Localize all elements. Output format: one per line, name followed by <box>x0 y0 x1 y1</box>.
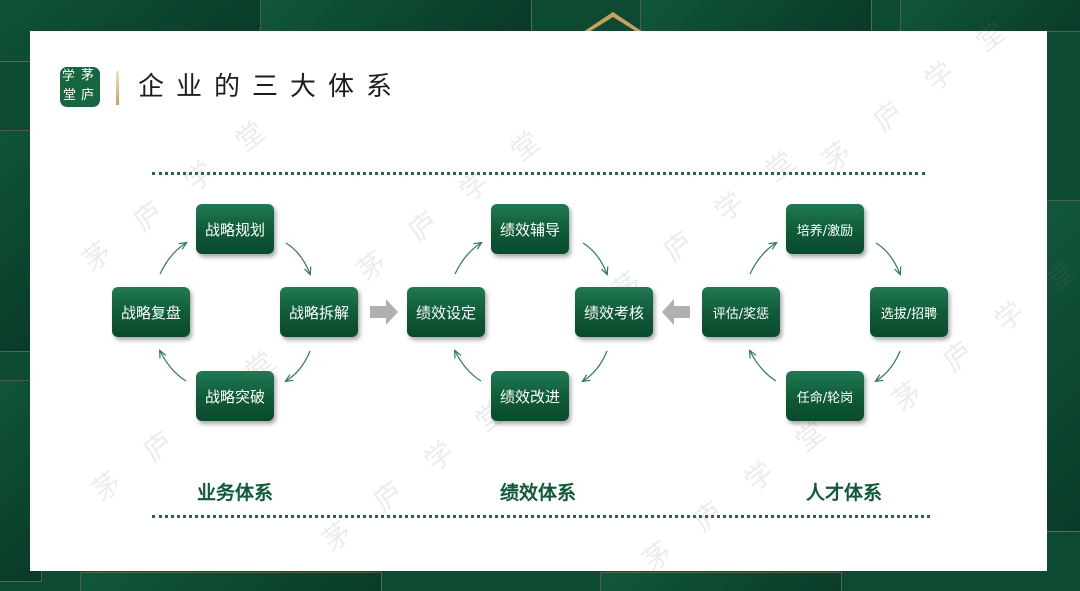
title-accent-bar <box>116 71 119 105</box>
node-training-incentive: 培养/激励 <box>786 204 864 254</box>
logo-char: 学 <box>62 69 76 84</box>
node-strategy-review: 战略复盘 <box>112 287 190 337</box>
bottom-divider <box>152 515 930 518</box>
logo-char: 堂 <box>63 88 77 103</box>
node-performance-appraisal: 绩效考核 <box>575 287 653 337</box>
top-divider <box>152 172 925 175</box>
brand-logo: 学 茅 堂 庐 <box>60 67 100 107</box>
node-performance-setting: 绩效设定 <box>407 287 485 337</box>
connector-arrow-left <box>662 299 690 325</box>
node-strategy-breakthrough: 战略突破 <box>196 371 274 421</box>
logo-char: 茅 <box>81 68 95 83</box>
arrow-right-to-bottom <box>286 350 311 381</box>
arrow-bottom-to-left <box>160 351 187 382</box>
arrow-right-to-bottom <box>583 350 608 381</box>
connector-arrow-right <box>370 299 398 325</box>
label-talent-system: 人才体系 <box>805 482 882 504</box>
node-evaluation-reward: 评估/奖惩 <box>702 287 780 337</box>
node-performance-coaching: 绩效辅导 <box>491 204 569 254</box>
arrow-left-to-top <box>454 243 481 275</box>
arrow-top-to-right <box>582 242 607 274</box>
arrow-right-to-bottom <box>876 350 901 381</box>
node-selection-recruiting: 选拔/招聘 <box>870 287 948 337</box>
arrow-bottom-to-left <box>750 351 777 382</box>
content-card: 学 茅 堂 庐 企业的三大体系 茅 庐 学 堂 茅 庐 学 堂 茅 庐 学 堂 … <box>30 6 1080 578</box>
label-performance-system: 绩效体系 <box>499 482 576 504</box>
node-strategy-planning: 战略规划 <box>196 204 274 254</box>
node-appointment-rotation: 任命/轮岗 <box>786 371 864 421</box>
cycle-arrows <box>30 31 1047 571</box>
arrow-top-to-right <box>285 242 310 274</box>
node-performance-improvement: 绩效改进 <box>491 371 569 421</box>
arrow-top-to-right <box>875 242 900 274</box>
node-strategy-decomposition: 战略拆解 <box>280 287 358 337</box>
logo-char: 庐 <box>81 88 95 103</box>
page-title: 企业的三大体系 <box>138 72 405 102</box>
arrow-left-to-top <box>159 243 186 275</box>
arrow-bottom-to-left <box>455 351 482 382</box>
label-business-system: 业务体系 <box>196 482 273 504</box>
arrow-left-to-top <box>749 243 776 275</box>
